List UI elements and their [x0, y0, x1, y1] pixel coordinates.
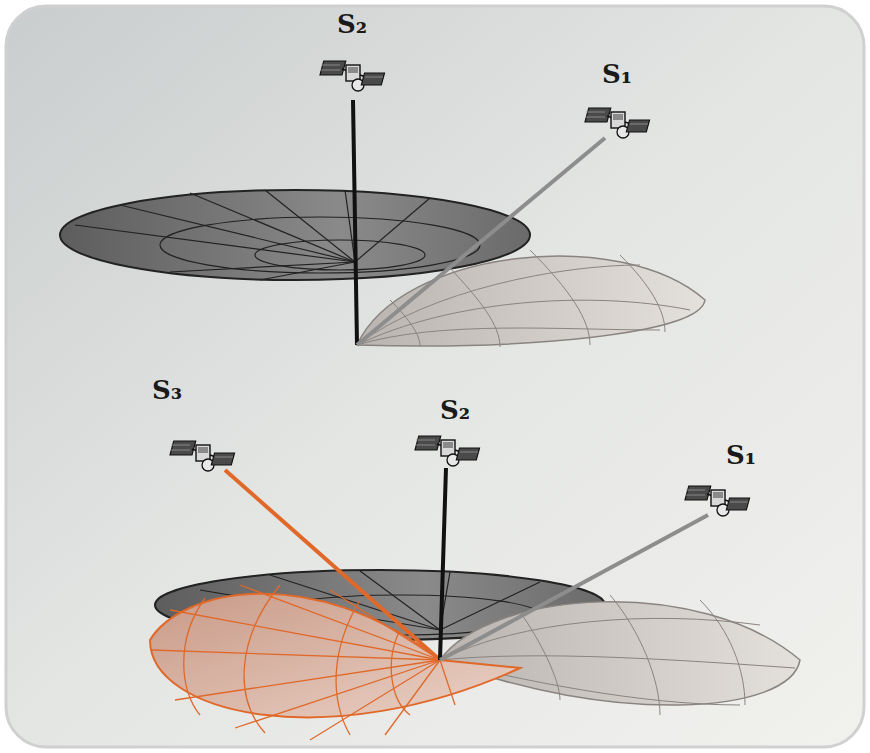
range-line	[440, 468, 446, 660]
satellite-icon	[320, 61, 385, 91]
satellite-label: S₂	[440, 397, 470, 423]
satellite-icon	[685, 486, 750, 516]
range-line	[225, 470, 440, 660]
satellite-icon	[415, 436, 480, 466]
satellite-label: S₃	[152, 377, 182, 403]
range-line	[353, 100, 357, 345]
top-hyperboloid-dark	[60, 190, 530, 280]
satellite-icon	[170, 441, 235, 471]
photo-frame	[6, 6, 864, 747]
bottom-hyperboloid-orange	[150, 585, 520, 740]
satellite-label: S₂	[337, 11, 367, 37]
satellite-label: S₁	[602, 61, 632, 87]
range-line	[440, 515, 708, 660]
top-hyperboloid-light	[357, 250, 705, 347]
range-line	[357, 138, 605, 345]
satellite-label: S₁	[726, 442, 756, 468]
satellite-icon	[585, 108, 650, 138]
bottom-hyperboloid-light	[440, 595, 800, 715]
